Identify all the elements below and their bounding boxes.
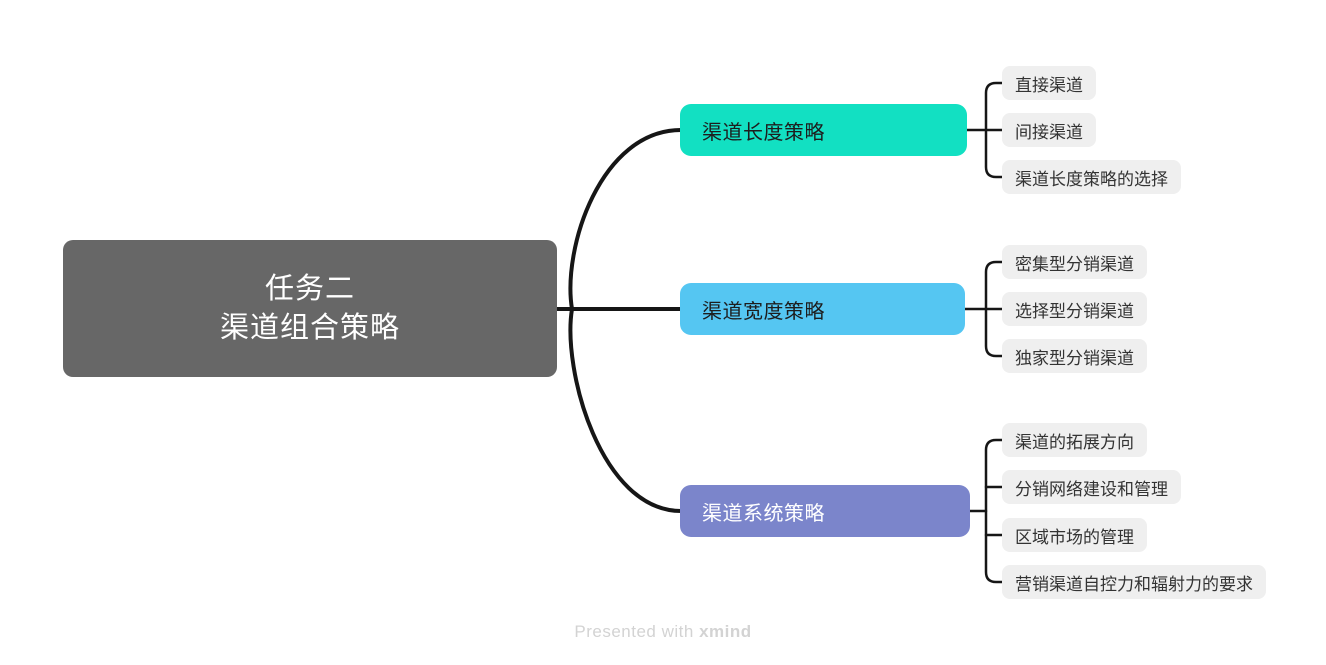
child-node-channel-control-radiation-requirements[interactable]: 营销渠道自控力和辐射力的要求 <box>1002 565 1266 599</box>
edge-root-to-branch-3 <box>568 307 683 513</box>
child-node-channel-expansion-direction[interactable]: 渠道的拓展方向 <box>1002 423 1147 457</box>
child-node-regional-market-management[interactable]: 区域市场的管理 <box>1002 518 1147 552</box>
child-node-distribution-network-management[interactable]: 分销网络建设和管理 <box>1002 470 1181 504</box>
child-node-selective-distribution[interactable]: 选择型分销渠道 <box>1002 292 1147 326</box>
branch-node-channel-length[interactable]: 渠道长度策略 <box>680 104 967 156</box>
edge-root-to-branch-1 <box>568 128 683 311</box>
edge-branch-1-spine <box>984 81 1004 179</box>
child-node-intensive-distribution[interactable]: 密集型分销渠道 <box>1002 245 1147 279</box>
xmind-brand-label: xmind <box>699 622 752 641</box>
child-node-length-strategy-choice[interactable]: 渠道长度策略的选择 <box>1002 160 1181 194</box>
child-node-indirect-channel[interactable]: 间接渠道 <box>1002 113 1096 147</box>
branch-node-channel-system[interactable]: 渠道系统策略 <box>680 485 970 537</box>
edge-branch-2-spine <box>984 260 1004 358</box>
edge-branch-3-spine <box>984 438 1004 584</box>
child-node-direct-channel[interactable]: 直接渠道 <box>1002 66 1096 100</box>
child-node-exclusive-distribution[interactable]: 独家型分销渠道 <box>1002 339 1147 373</box>
branch-node-channel-width[interactable]: 渠道宽度策略 <box>680 283 965 335</box>
root-title-line-1: 任务二 <box>264 273 355 306</box>
xmind-watermark: Presented with xmind <box>574 622 751 642</box>
watermark-prefix: Presented with <box>574 622 700 641</box>
root-title-line-2: 渠道组合策略 <box>219 311 400 344</box>
root-node[interactable]: 任务二 渠道组合策略 <box>63 240 557 377</box>
